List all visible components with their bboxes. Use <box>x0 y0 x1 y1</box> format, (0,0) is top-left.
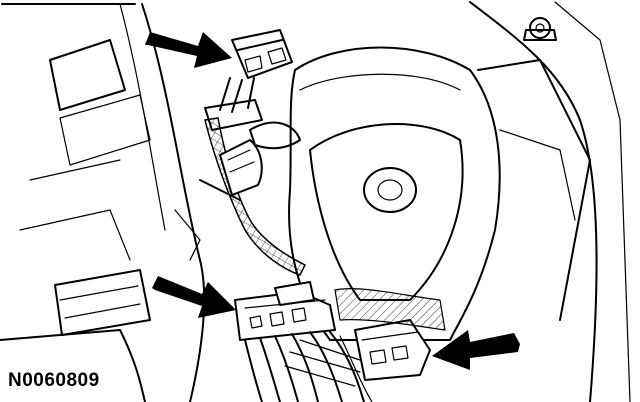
mid-connector <box>219 121 301 196</box>
upper-connector-arrow <box>145 32 232 68</box>
lower-left-connector-arrow <box>152 276 236 318</box>
steering-column-shroud <box>288 46 501 341</box>
wiring-harness-lower <box>244 331 373 402</box>
lower-connector-cluster <box>234 281 446 381</box>
arrow-left-icon <box>432 330 520 370</box>
lower-right-connector-arrow <box>432 330 520 370</box>
bolt <box>523 17 557 41</box>
upper-connector <box>204 29 293 131</box>
wiring-harness-upper <box>174 117 307 276</box>
arrow-right-icon <box>152 276 236 318</box>
figure-id-label: N0060809 <box>8 370 100 391</box>
arrow-right-icon <box>145 32 232 68</box>
